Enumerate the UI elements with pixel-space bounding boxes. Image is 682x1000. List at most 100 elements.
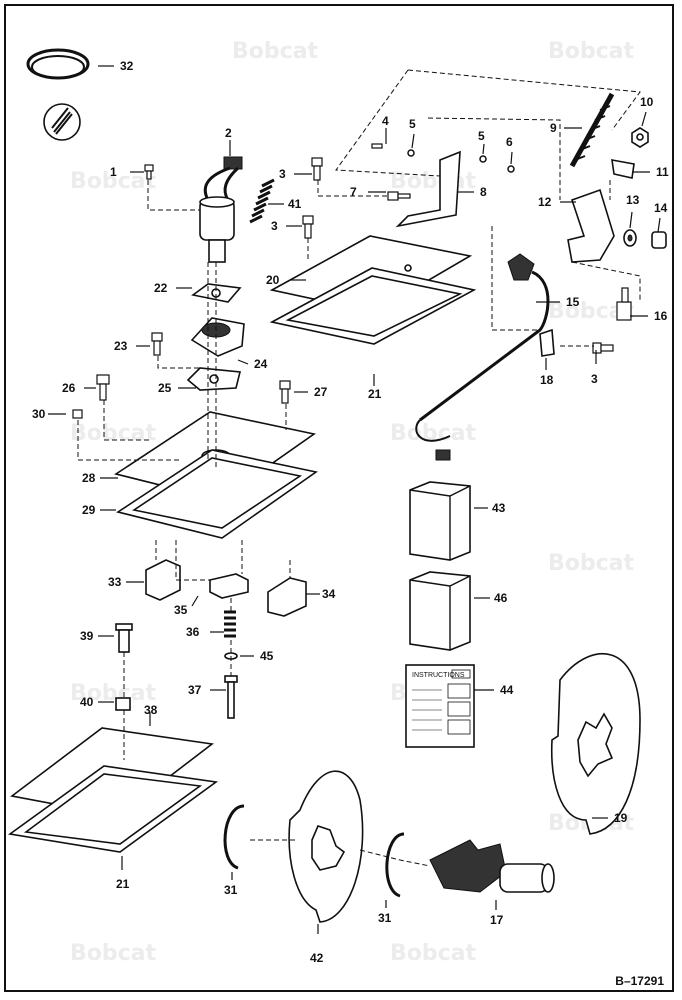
callout-number: 4 bbox=[382, 114, 389, 128]
spring-rod-9-part bbox=[569, 92, 615, 168]
callout-number: 31 bbox=[224, 883, 238, 897]
callout-number: 25 bbox=[158, 381, 172, 395]
callout-number: 5 bbox=[409, 117, 416, 131]
callout-38: 38 bbox=[144, 703, 158, 726]
callout-7: 7 bbox=[350, 185, 386, 199]
gasket-21-bottom-part bbox=[7, 765, 219, 853]
callout-31: 31 bbox=[224, 872, 238, 897]
callout-16: 16 bbox=[630, 309, 668, 323]
watermark-text: Bobcat bbox=[390, 421, 477, 446]
callout-45: 45 bbox=[240, 649, 274, 663]
gasket-25-part bbox=[186, 367, 242, 391]
callout-number: 5 bbox=[478, 129, 485, 143]
callout-3: 3 bbox=[271, 219, 302, 233]
callout-number: 38 bbox=[144, 703, 158, 717]
callout-40: 40 bbox=[80, 695, 114, 709]
callout-number: 32 bbox=[120, 59, 134, 73]
nut-10-part bbox=[631, 127, 649, 148]
callout-number: 33 bbox=[108, 575, 122, 589]
drive-plate-19-part bbox=[550, 652, 641, 835]
callout-31: 31 bbox=[378, 900, 392, 925]
spring-36-part bbox=[224, 610, 236, 638]
solenoid-part bbox=[199, 156, 243, 263]
callout-number: 41 bbox=[288, 197, 302, 211]
bolt-parts bbox=[72, 143, 632, 419]
pin-37-part bbox=[224, 675, 238, 719]
callout-leader-line bbox=[510, 151, 513, 165]
callout-number: 2 bbox=[225, 126, 232, 140]
block-35-part bbox=[209, 573, 249, 599]
callout-number: 3 bbox=[591, 372, 598, 386]
callout-number: 11 bbox=[656, 165, 669, 179]
sprocket-shaft-17-part bbox=[429, 839, 555, 893]
callout-number: 30 bbox=[32, 407, 46, 421]
callout-44: 44 bbox=[474, 683, 514, 697]
callout-number: 14 bbox=[654, 201, 668, 215]
callout-number: 21 bbox=[368, 387, 382, 401]
box-43-part bbox=[409, 481, 471, 561]
callout-26: 26 bbox=[62, 381, 96, 395]
callout-number: 28 bbox=[82, 471, 96, 485]
callout-4: 4 bbox=[382, 114, 389, 144]
callout-number: 20 bbox=[266, 273, 280, 287]
callout-number: 8 bbox=[480, 185, 487, 199]
gasket-22-part bbox=[191, 283, 242, 303]
watermark-text: Bobcat bbox=[390, 169, 477, 194]
callout-19: 19 bbox=[592, 811, 628, 825]
spring-icon bbox=[43, 103, 81, 141]
spring-part bbox=[249, 178, 275, 224]
watermark-text: Bobcat bbox=[548, 39, 635, 64]
wire-coil-part bbox=[26, 48, 90, 80]
callout-24: 24 bbox=[237, 357, 268, 371]
drawing-number: B–17291 bbox=[615, 974, 664, 988]
callout-5: 5 bbox=[409, 117, 416, 149]
watermark-text: Bobcat bbox=[70, 941, 157, 966]
snap-ring-31-left-part bbox=[223, 804, 245, 870]
clip-18-part bbox=[539, 328, 555, 357]
callout-5: 5 bbox=[478, 129, 485, 155]
callout-42: 42 bbox=[310, 924, 324, 965]
callout-number: 31 bbox=[378, 911, 392, 925]
callout-33: 33 bbox=[108, 575, 144, 589]
callout-leader-line bbox=[641, 111, 647, 127]
snap-ring-31-right-part bbox=[385, 832, 405, 898]
callout-number: 45 bbox=[260, 649, 274, 663]
callout-21: 21 bbox=[116, 856, 130, 891]
callout-number: 10 bbox=[640, 95, 654, 109]
callout-number: 36 bbox=[186, 625, 200, 639]
callout-41: 41 bbox=[268, 197, 302, 211]
lever-12-part bbox=[567, 188, 615, 263]
gasket-29-part bbox=[116, 449, 318, 539]
box-46-part bbox=[409, 571, 471, 651]
callout-number: 29 bbox=[82, 503, 96, 517]
callout-21: 21 bbox=[368, 374, 382, 401]
callout-23: 23 bbox=[114, 339, 150, 353]
callout-leader-line bbox=[657, 217, 661, 233]
callout-20: 20 bbox=[266, 273, 306, 287]
bracket-8-part bbox=[395, 150, 461, 228]
callout-number: 19 bbox=[614, 811, 628, 825]
callout-18: 18 bbox=[540, 358, 554, 387]
watermark-text: Bobcat bbox=[390, 941, 477, 966]
callout-leader-line bbox=[191, 595, 199, 607]
callout-number: 44 bbox=[500, 683, 514, 697]
callout-2: 2 bbox=[225, 126, 232, 156]
washer-13-part bbox=[623, 229, 637, 247]
callout-leader-line bbox=[237, 359, 249, 365]
callout-3: 3 bbox=[591, 350, 598, 386]
callout-number: 1 bbox=[110, 165, 117, 179]
callout-35: 35 bbox=[174, 595, 199, 617]
watermark-text: Bobcat bbox=[548, 551, 635, 576]
callout-9: 9 bbox=[550, 121, 582, 135]
watermark-text: Bobcat bbox=[70, 169, 157, 194]
callout-number: 3 bbox=[271, 219, 278, 233]
bushing-14-part bbox=[651, 231, 667, 249]
callout-43: 43 bbox=[474, 501, 506, 515]
instruction-sheet-label: INSTRUCTIONS bbox=[412, 672, 465, 679]
callout-number: 37 bbox=[188, 683, 202, 697]
callout-number: 15 bbox=[566, 295, 580, 309]
cable-15-part bbox=[415, 253, 550, 461]
